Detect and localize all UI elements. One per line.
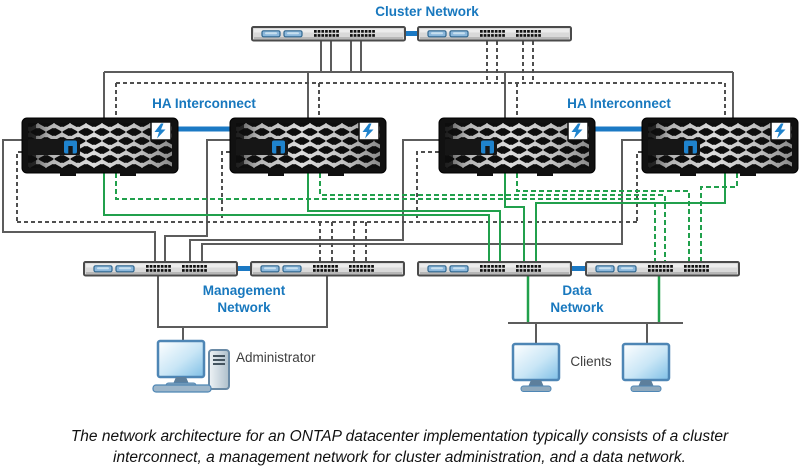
management-switch-left — [84, 262, 237, 276]
figure-caption: The network architecture for an ONTAP da… — [0, 426, 799, 468]
administrator-label: Administrator — [236, 350, 316, 365]
data-wiring-dashed-green — [115, 173, 738, 261]
caption-line-1: The network architecture for an ONTAP da… — [70, 428, 729, 445]
storage-controller-4 — [641, 117, 799, 177]
management-switch-right — [251, 262, 404, 276]
management-network-label-line1: Management — [203, 283, 286, 298]
management-to-admin-wiring — [157, 276, 328, 341]
clients-label: Clients — [570, 354, 612, 369]
client-computer-2 — [621, 342, 671, 393]
client-computer-1 — [511, 342, 561, 393]
ha-interconnect-label-left: HA Interconnect — [152, 96, 256, 111]
data-to-clients-wiring — [508, 276, 683, 344]
keyboard-icon — [152, 384, 212, 393]
data-network-label-line2: Network — [550, 300, 604, 315]
storage-controller-1 — [21, 117, 179, 177]
cluster-wiring-dashed — [115, 41, 726, 118]
cluster-switch-right — [418, 27, 571, 41]
network-diagram: Cluster Network HA Interconnect HA Inter… — [2, 4, 799, 393]
storage-controller-3 — [438, 117, 596, 177]
management-wiring-solid — [2, 139, 642, 261]
caption-line-2: interconnect, a management network for c… — [113, 449, 686, 466]
data-wiring-solid-green — [103, 173, 726, 261]
data-switch-right — [586, 262, 739, 276]
admin-computer — [152, 339, 230, 393]
storage-controller-2 — [229, 117, 387, 177]
ha-interconnect-label-right: HA Interconnect — [567, 96, 671, 111]
cluster-switch-left — [252, 27, 405, 41]
cluster-network-label: Cluster Network — [375, 4, 479, 19]
data-switch-left — [418, 262, 571, 276]
cluster-wiring-solid — [103, 41, 734, 118]
management-network-label-line2: Network — [217, 300, 271, 315]
data-network-label-line1: Data — [562, 283, 592, 298]
